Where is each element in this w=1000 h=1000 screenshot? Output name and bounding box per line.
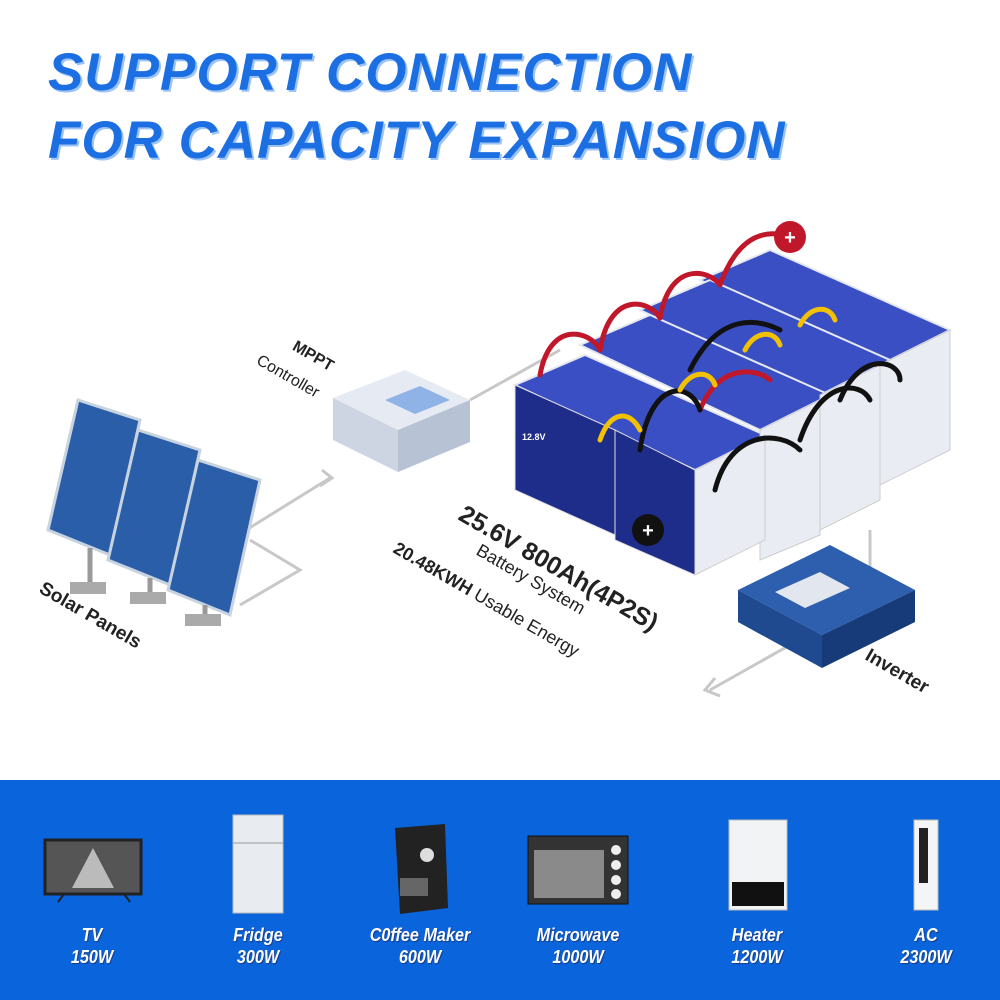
appliance-power: 2300W	[900, 947, 952, 967]
negative-terminal-marker-icon: +	[632, 514, 664, 546]
appliance-microwave: Microwave 1000W	[498, 780, 658, 1000]
appliance-name: Heater	[731, 925, 783, 945]
inverter-icon	[738, 545, 915, 668]
appliance-power: 600W	[398, 947, 442, 967]
microwave-icon	[527, 835, 629, 905]
appliance-power: 1200W	[731, 947, 783, 967]
battery-bank: 12.8V + +	[512, 221, 953, 576]
tv-icon	[43, 838, 143, 903]
heater-icon	[728, 819, 788, 911]
appliance-band: TV 150W Fridge 300W C0ffee Maker 600W Mi…	[0, 780, 1000, 1000]
solar-panels-illustration	[46, 398, 262, 626]
appliance-fridge: Fridge 300W	[178, 780, 338, 1000]
appliance-coffee-maker: C0ffee Maker 600W	[340, 780, 500, 1000]
battery-voltage-label: 12.8V	[522, 432, 546, 442]
appliance-name: Fridge	[233, 925, 283, 945]
solar-panel-icon	[166, 458, 262, 626]
appliance-power: 1000W	[552, 947, 604, 967]
coffee-maker-icon	[395, 824, 448, 914]
fridge-icon	[232, 814, 284, 914]
appliance-ac: AC 2300W	[846, 780, 1000, 1000]
positive-terminal-icon: +	[774, 221, 806, 253]
appliance-name: TV	[81, 925, 103, 945]
svg-text:+: +	[784, 227, 796, 249]
appliance-power: 150W	[70, 947, 114, 967]
svg-text:+: +	[642, 520, 654, 542]
appliance-tv: TV 150W	[12, 780, 172, 1000]
appliance-name: AC	[914, 925, 938, 945]
headline-line-1: SUPPORT CONNECTION	[48, 43, 693, 102]
mppt-controller-icon	[333, 370, 470, 472]
system-diagram: 12.8V + +	[46, 221, 953, 698]
appliance-power: 300W	[236, 947, 280, 967]
headline-line-2: FOR CAPACITY EXPANSION	[48, 111, 786, 170]
appliance-heater: Heater 1200W	[677, 780, 837, 1000]
appliance-name: Microwave	[536, 925, 620, 945]
appliance-name: C0ffee Maker	[369, 925, 471, 945]
ac-icon	[913, 819, 939, 911]
